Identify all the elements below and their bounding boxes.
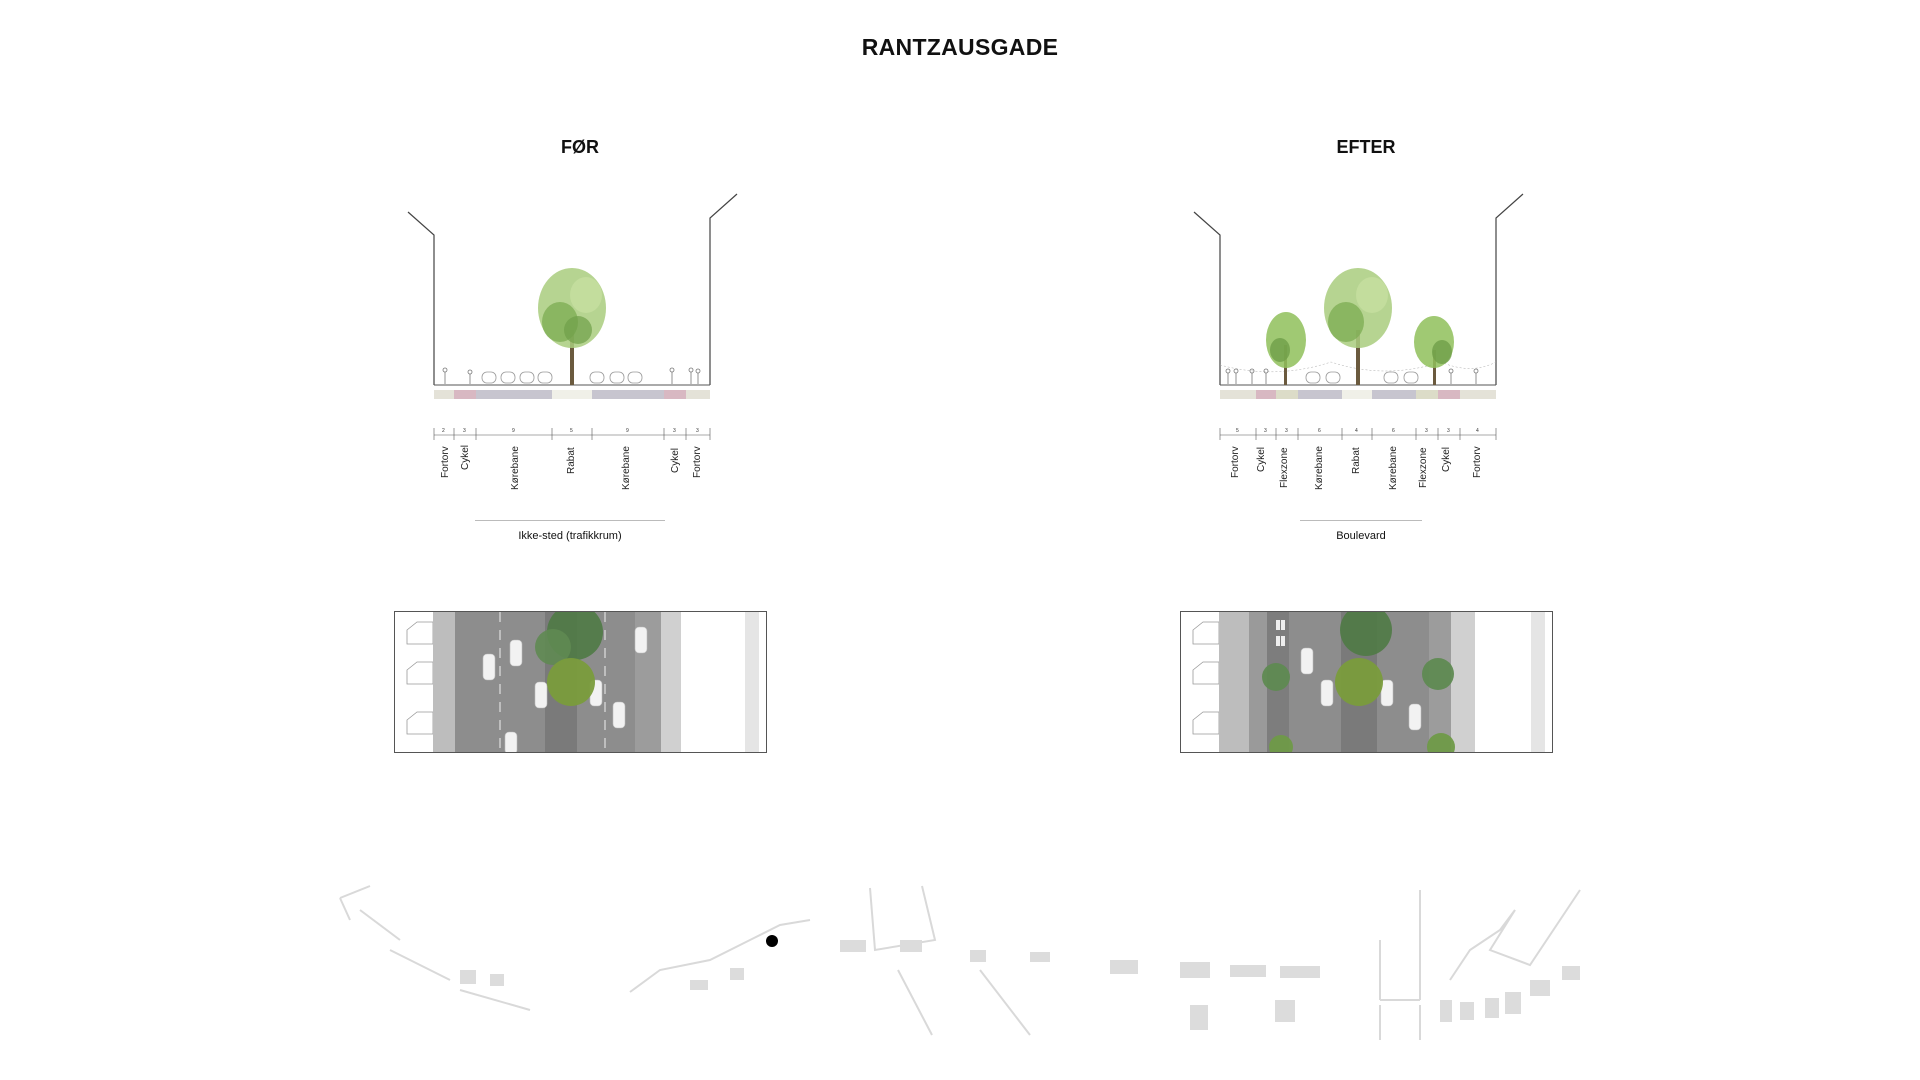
lane-label: Kørebane [510,446,521,490]
lane-label: Cykel [460,445,471,470]
dimension-lines [433,428,711,440]
parking-markings [1276,620,1285,646]
dimension-values: 2 3 9 5 9 3 3 [442,428,699,434]
lane-label: Fortorv [1230,446,1241,478]
lane-band [1220,390,1496,399]
before-caption-line [475,520,665,521]
pedestrian-figures [1225,368,1479,384]
lane-label: Cykel [1441,447,1452,472]
dim-value: 9 [512,428,515,434]
dim-value: 3 [1425,428,1428,434]
lane-label: Kørebane [621,446,632,490]
tree-icon [1266,312,1306,385]
dim-value: 4 [1476,428,1479,434]
dim-value: 6 [1318,428,1321,434]
dim-value: 6 [1392,428,1395,434]
string-lights [1219,361,1497,373]
dim-value: 5 [1236,428,1239,434]
lane-label: Kørebane [1314,446,1325,490]
dim-value: 3 [673,428,676,434]
lane-label: Kørebane [1388,446,1399,490]
tree-icon [1324,268,1392,385]
tree-icon [1414,316,1454,385]
dim-value: 9 [626,428,629,434]
dimension-values: 5 3 3 6 4 6 3 3 4 [1236,428,1479,434]
dim-value: 3 [463,428,466,434]
page-title: RANTZAUSGADE [861,34,1059,60]
location-map [339,885,1581,1040]
lane-label: Fortorv [692,446,703,478]
lane-label: Fortorv [440,446,451,478]
before-plan-view [394,611,767,753]
tree-icon [538,268,606,385]
lane-labels: Fortorv Cykel Kørebane Rabat Kørebane Cy… [440,445,703,490]
car-silhouettes [481,371,643,384]
dimension-lines [1219,428,1497,440]
lane-markings [499,612,606,752]
dim-value: 3 [696,428,699,434]
dim-value: 3 [1447,428,1450,434]
car-silhouettes [1305,371,1419,384]
lane-label: Flexzone [1279,447,1290,488]
lane-band [434,390,710,399]
car-icons [482,626,648,752]
lane-label: Cykel [1256,447,1267,472]
lane-label: Flexzone [1418,447,1429,488]
map-streets [339,885,1581,1040]
dim-value: 2 [442,428,445,434]
car-icons [1300,647,1422,731]
dim-value: 3 [1285,428,1288,434]
dim-value: 5 [570,428,573,434]
after-heading: EFTER [1336,137,1396,157]
after-cross-section: 5 3 3 6 4 6 3 3 4 Fortorv Cykel Flexzone… [1193,193,1524,490]
after-caption-line [1300,520,1422,521]
house-icons [1192,621,1220,735]
pedestrian-figures [442,367,701,384]
map-buildings [460,940,1580,1030]
house-icons [406,621,434,735]
dim-value: 3 [1264,428,1267,434]
lane-label: Rabat [566,447,577,474]
before-caption: Ikke-sted (trafikkrum) [518,530,622,542]
tree-icon [535,612,603,706]
lane-labels: Fortorv Cykel Flexzone Kørebane Rabat Kø… [1230,446,1483,490]
dim-value: 4 [1355,428,1358,434]
lane-label: Fortorv [1472,446,1483,478]
before-heading: FØR [561,137,599,157]
lane-label: Rabat [1351,447,1362,474]
lane-label: Cykel [670,448,681,473]
before-cross-section: 2 3 9 5 9 3 3 Fortorv Cykel Kørebane Rab… [407,193,738,490]
tree-icon [1262,612,1455,752]
after-caption: Boulevard [1336,530,1386,542]
after-plan-view [1180,611,1553,753]
location-marker-icon [766,935,778,947]
